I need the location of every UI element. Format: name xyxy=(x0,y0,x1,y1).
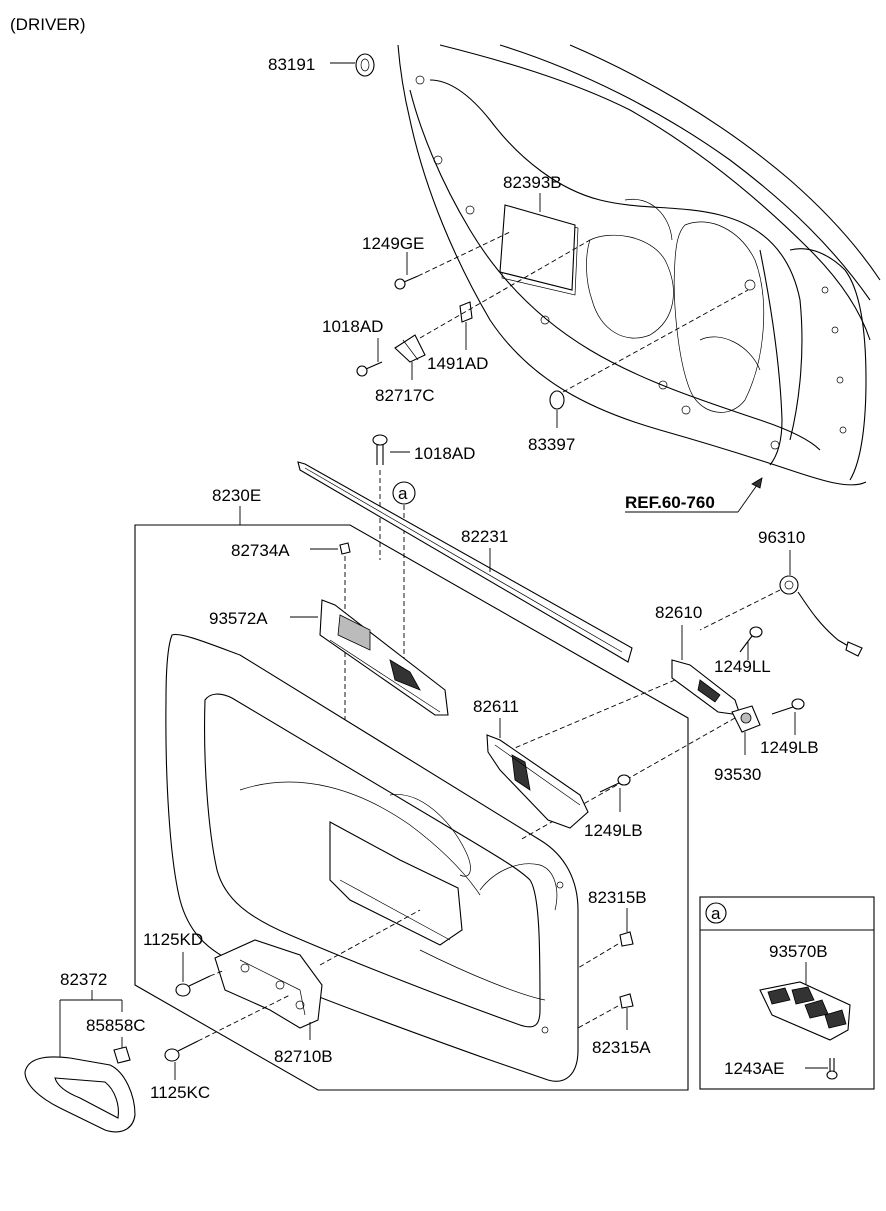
label-1125KC: 1125KC xyxy=(150,1083,210,1102)
label-93570B: 93570B xyxy=(769,942,828,961)
screw-1018AD-upper xyxy=(356,361,383,377)
label-82372: 82372 xyxy=(60,970,107,989)
clip-82734A xyxy=(339,542,351,555)
label-93572A: 93572A xyxy=(209,609,268,628)
screw-1125KD xyxy=(175,975,211,997)
bracket-82717C xyxy=(394,334,426,363)
label-82393B: 82393B xyxy=(503,173,562,192)
reference-label: REF.60-760 xyxy=(625,493,715,512)
pull-handle-cover-82372 xyxy=(24,1056,136,1133)
label-82315B: 82315B xyxy=(588,888,647,907)
screw-1018AD-lower xyxy=(372,434,388,465)
label-1125KD: 1125KD xyxy=(143,930,203,949)
assembly-outline-box xyxy=(134,524,689,1091)
label-1249LB-mid: 1249LB xyxy=(584,821,643,840)
label-83397: 83397 xyxy=(528,435,575,454)
label-85858C: 85858C xyxy=(86,1016,146,1035)
screw-1249GE xyxy=(394,275,419,290)
label-82610: 82610 xyxy=(655,603,702,622)
label-1243AE: 1243AE xyxy=(724,1059,785,1078)
weatherstrip-82231 xyxy=(297,461,633,663)
label-1249LB-right: 1249LB xyxy=(760,738,819,757)
label-83191: 83191 xyxy=(268,55,315,74)
label-1491AD: 1491AD xyxy=(427,354,488,373)
label-82611: 82611 xyxy=(473,697,519,716)
switch-93530 xyxy=(731,705,761,733)
screw-1249LB-right xyxy=(771,698,805,715)
label-82717C: 82717C xyxy=(375,386,435,405)
inset-a: a 93570B 1243AE xyxy=(699,896,875,1090)
grommet-83191 xyxy=(355,53,375,77)
label-93530: 93530 xyxy=(714,765,761,784)
armrest-bracket-82710B xyxy=(214,939,323,1029)
screw-1125KC xyxy=(164,1040,199,1062)
label-1018AD-upper: 1018AD xyxy=(322,317,383,336)
label-82315A: 82315A xyxy=(592,1038,651,1057)
clip-82315A xyxy=(619,993,634,1009)
label-82231: 82231 xyxy=(461,527,508,546)
screw-1243AE xyxy=(826,1058,838,1080)
label-1018AD-lower: 1018AD xyxy=(414,444,475,463)
power-window-switch-93570B xyxy=(759,981,851,1041)
label-1249LL: 1249LL xyxy=(714,657,771,676)
clip-85858C xyxy=(113,1046,131,1064)
label-1249GE: 1249GE xyxy=(362,234,424,253)
tweeter-96310 xyxy=(779,575,863,657)
plug-83397 xyxy=(549,390,565,410)
clip-82315B xyxy=(619,931,634,947)
screw-1249LL xyxy=(739,626,763,653)
label-82734A: 82734A xyxy=(231,541,290,560)
door-inner-panel xyxy=(397,44,881,486)
inset-marker: a xyxy=(711,904,721,923)
handle-housing-82611 xyxy=(486,734,589,829)
switch-bezel-93572A xyxy=(319,599,449,716)
label-8230E: 8230E xyxy=(212,486,261,505)
callout-a-marker: a xyxy=(398,484,408,503)
variant-header: (DRIVER) xyxy=(10,15,86,34)
label-96310: 96310 xyxy=(758,528,805,547)
label-82710B: 82710B xyxy=(274,1047,333,1066)
screw-1249LB-mid xyxy=(599,774,631,793)
